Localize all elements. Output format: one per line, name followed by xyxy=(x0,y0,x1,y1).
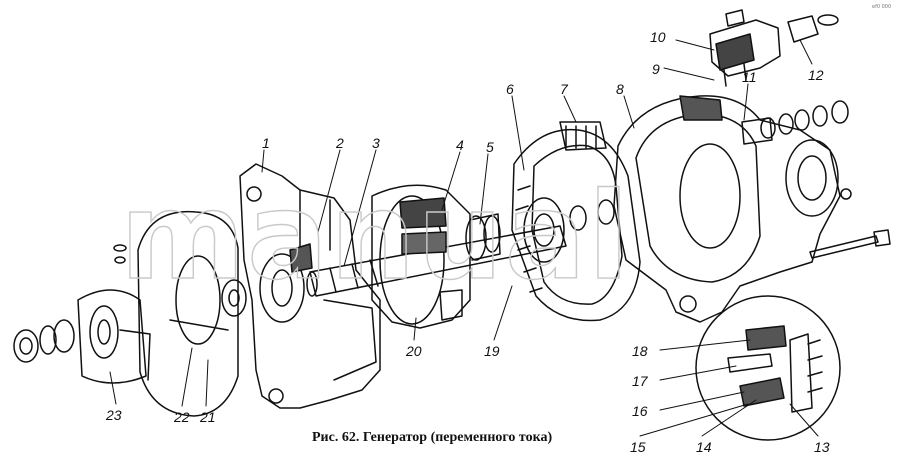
callout-6: 6 xyxy=(506,81,514,97)
callout-16: 16 xyxy=(632,403,648,419)
callout-21: 21 xyxy=(200,409,216,425)
part-bearing xyxy=(523,197,615,263)
callout-10: 10 xyxy=(650,29,666,45)
watermark: manual xyxy=(119,167,631,307)
callout-18: 18 xyxy=(632,343,648,359)
callout-20: 20 xyxy=(406,343,422,359)
part-through-bolt xyxy=(809,229,891,259)
callout-17: 17 xyxy=(632,373,648,389)
callout-7: 7 xyxy=(560,81,568,97)
part-rear-washers xyxy=(760,100,849,139)
callout-leaders xyxy=(109,39,819,437)
part-slip-rings xyxy=(465,213,501,261)
corner-mark: ef0 000 xyxy=(872,4,892,10)
callout-3: 3 xyxy=(372,135,380,151)
callout-11: 11 xyxy=(742,69,757,85)
callout-23: 23 xyxy=(106,407,122,423)
callout-22: 22 xyxy=(174,409,190,425)
part-fan xyxy=(113,210,247,417)
part-front-cover xyxy=(239,163,381,409)
callout-2: 2 xyxy=(336,135,344,151)
part-rotor xyxy=(371,184,471,329)
callout-19: 19 xyxy=(484,343,500,359)
callout-14: 14 xyxy=(696,439,712,455)
callout-12: 12 xyxy=(808,67,824,83)
part-shaft xyxy=(306,225,567,297)
figure-caption: Рис. 62. Генератор (переменного тока) xyxy=(312,430,553,445)
inset-detail xyxy=(695,295,841,441)
part-pulley-hub xyxy=(13,289,151,384)
callout-1: 1 xyxy=(262,135,270,151)
callout-8: 8 xyxy=(616,81,624,97)
callout-4: 4 xyxy=(456,137,464,153)
callout-5: 5 xyxy=(486,139,494,155)
part-stator xyxy=(511,121,641,322)
part-rear-cover xyxy=(613,95,852,323)
callout-9: 9 xyxy=(652,61,660,77)
callout-13: 13 xyxy=(814,439,830,455)
callout-15: 15 xyxy=(630,439,646,455)
part-brush-holder xyxy=(709,9,839,87)
